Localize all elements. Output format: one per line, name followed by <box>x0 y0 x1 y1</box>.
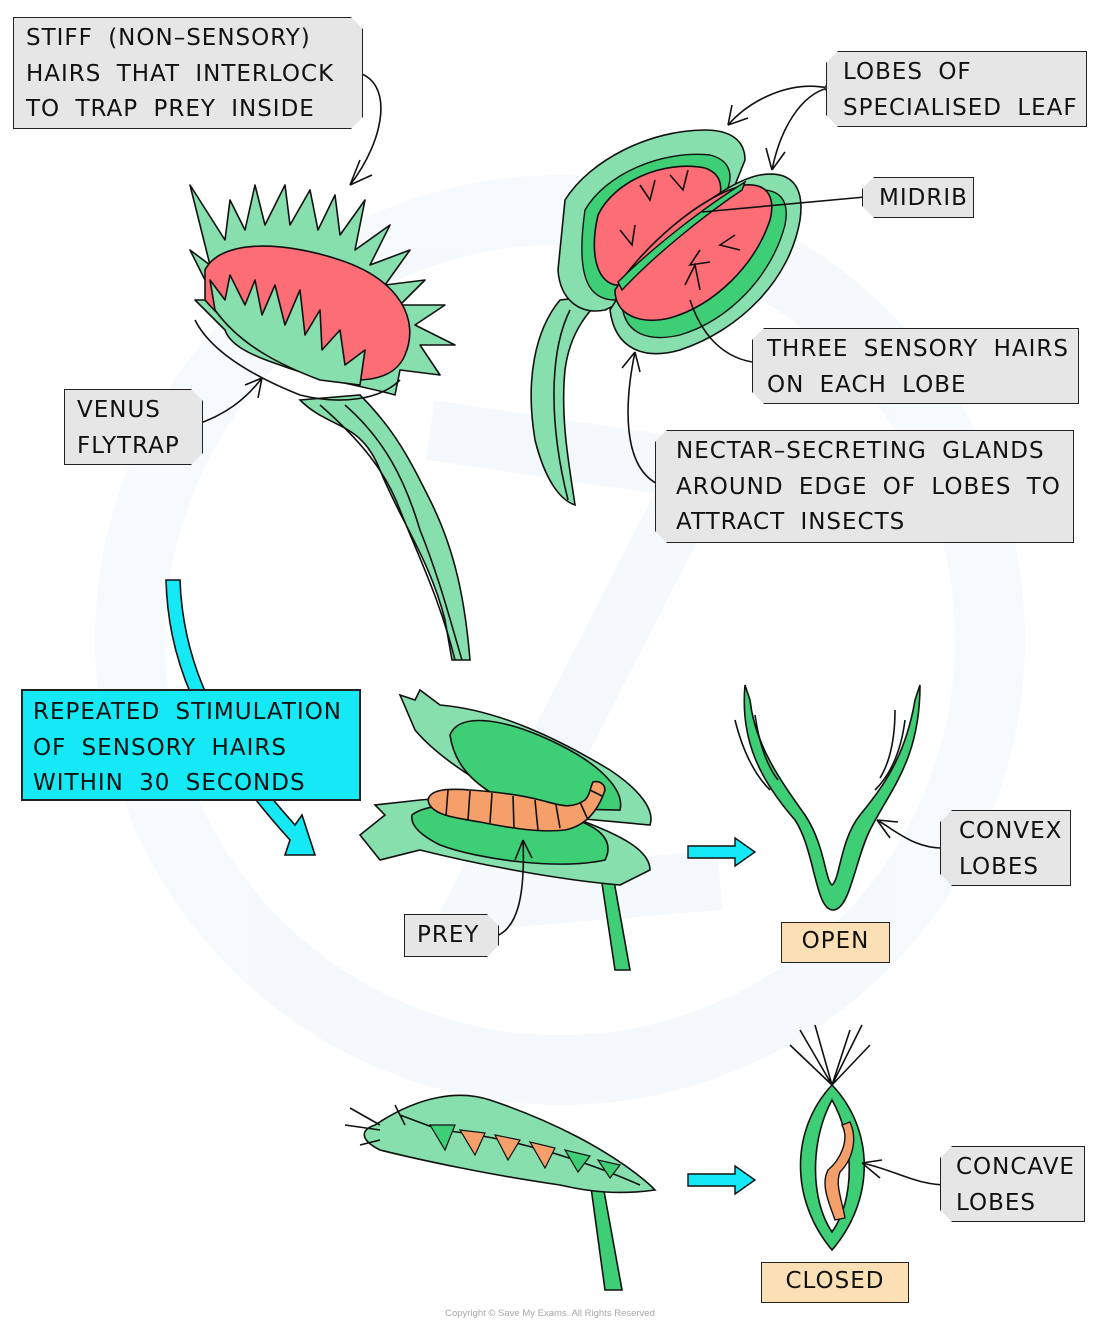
label-line: ATTRACT INSECTS <box>676 509 906 535</box>
process-curved-arrow <box>165 579 317 856</box>
label-lobes-of-leaf: LOBES OF SPECIALISED LEAF <box>826 51 1087 127</box>
venus-flytrap-plant <box>189 184 471 661</box>
interlocked-teeth-with-prey <box>344 1104 622 1180</box>
label-line: LOBES OF <box>843 59 972 85</box>
label-line: MIDRIB <box>879 185 968 211</box>
label-line: VENUS <box>77 397 161 423</box>
right-lobe-inner-red <box>614 184 773 321</box>
midrib <box>617 180 747 292</box>
label-line: HAIRS THAT INTERLOCK <box>26 60 335 87</box>
arrow-to-open-icon <box>687 836 757 868</box>
label-line: TO TRAP PREY INSIDE <box>26 96 315 122</box>
prey-worm <box>427 780 606 832</box>
label-line: LOBES <box>959 853 1040 880</box>
label-nectar-glands: NECTAR–SECRETING GLANDS AROUND EDGE OF L… <box>655 430 1074 543</box>
state-open-label: OPEN <box>781 922 890 963</box>
label-line: CONVEX <box>959 818 1063 844</box>
label-prey: PREY <box>404 914 499 957</box>
closed-lobes-cross-section <box>789 1024 871 1252</box>
label-midrib: MIDRIB <box>862 177 974 218</box>
arrow-to-closed-icon <box>687 1164 757 1196</box>
label-convex-lobes: CONVEX LOBES <box>940 810 1071 886</box>
label-line: CONCAVE <box>956 1154 1075 1180</box>
label-line: STIFF (NON–SENSORY) <box>26 25 311 51</box>
label-stiff-hairs: STIFF (NON–SENSORY) HAIRS THAT INTERLOCK… <box>13 17 363 129</box>
label-sensory-hairs: THREE SENSORY HAIRS ON EACH LOBE <box>752 328 1079 404</box>
label-leader-lines <box>194 71 949 1186</box>
label-line: REPEATED STIMULATION <box>33 699 343 725</box>
label-line: SPECIALISED LEAF <box>843 94 1078 121</box>
trap-with-prey <box>358 688 652 971</box>
label-concave-lobes: CONCAVE LOBES <box>940 1146 1085 1222</box>
label-line: PREY <box>417 922 480 948</box>
label-line: AROUND EDGE OF LOBES TO <box>676 473 1061 500</box>
label-line: LOBES <box>956 1189 1037 1216</box>
closed-trap <box>344 1094 657 1291</box>
state-closed-label: CLOSED <box>761 1262 909 1303</box>
label-line: WITHIN 30 SECONDS <box>33 770 306 796</box>
label-line: THREE SENSORY HAIRS <box>767 336 1070 362</box>
sensory-hairs <box>619 169 741 291</box>
label-venus-flytrap: VENUS FLYTRAP <box>64 389 203 465</box>
label-line: FLYTRAP <box>77 432 180 459</box>
open-trap-top-view <box>530 129 802 507</box>
label-line: NECTAR–SECRETING GLANDS <box>676 438 1045 464</box>
stimulus-box: REPEATED STIMULATION OF SENSORY HAIRS WI… <box>21 689 361 801</box>
label-line: OF SENSORY HAIRS <box>33 734 287 761</box>
label-line: ON EACH LOBE <box>767 371 967 398</box>
open-lobes-cross-section <box>734 684 921 911</box>
copyright-footer: Copyright © Save My Exams. All Rights Re… <box>445 1308 655 1319</box>
